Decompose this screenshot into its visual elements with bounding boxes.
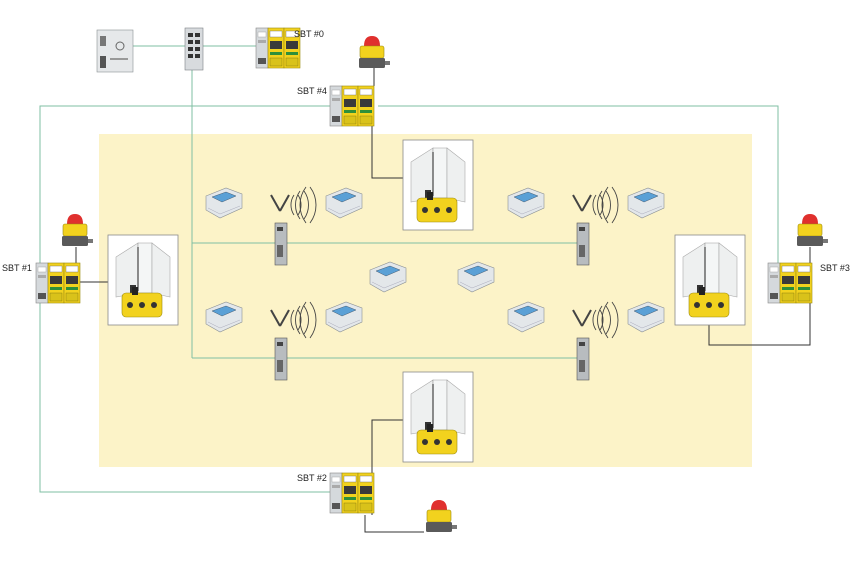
controller-label-sbt3: SBT #3 [820,263,850,273]
door-switch-icon [402,371,474,463]
plc-icon [96,29,134,73]
controller-label-sbt2: SBT #2 [297,473,327,483]
safety-controller-icon [329,472,375,514]
door-switch-icon [402,139,474,231]
signal-lamp-icon [425,499,458,533]
signal-lamp-icon [796,213,829,247]
safety-controller-icon [767,262,813,304]
controller-label-sbt1: SBT #1 [2,263,32,273]
controller-label-sbt0: SBT #0 [294,29,324,39]
signal-lamp-icon [61,213,94,247]
door-switch-icon [107,234,179,326]
signal-lamp-icon [358,35,391,69]
controller-label-sbt4: SBT #4 [297,86,327,96]
door-switch-icon [674,234,746,326]
safety-controller-icon [35,262,81,304]
device-wires [75,68,811,533]
network-switch-icon [184,27,204,71]
safety-controller-icon [329,85,375,127]
